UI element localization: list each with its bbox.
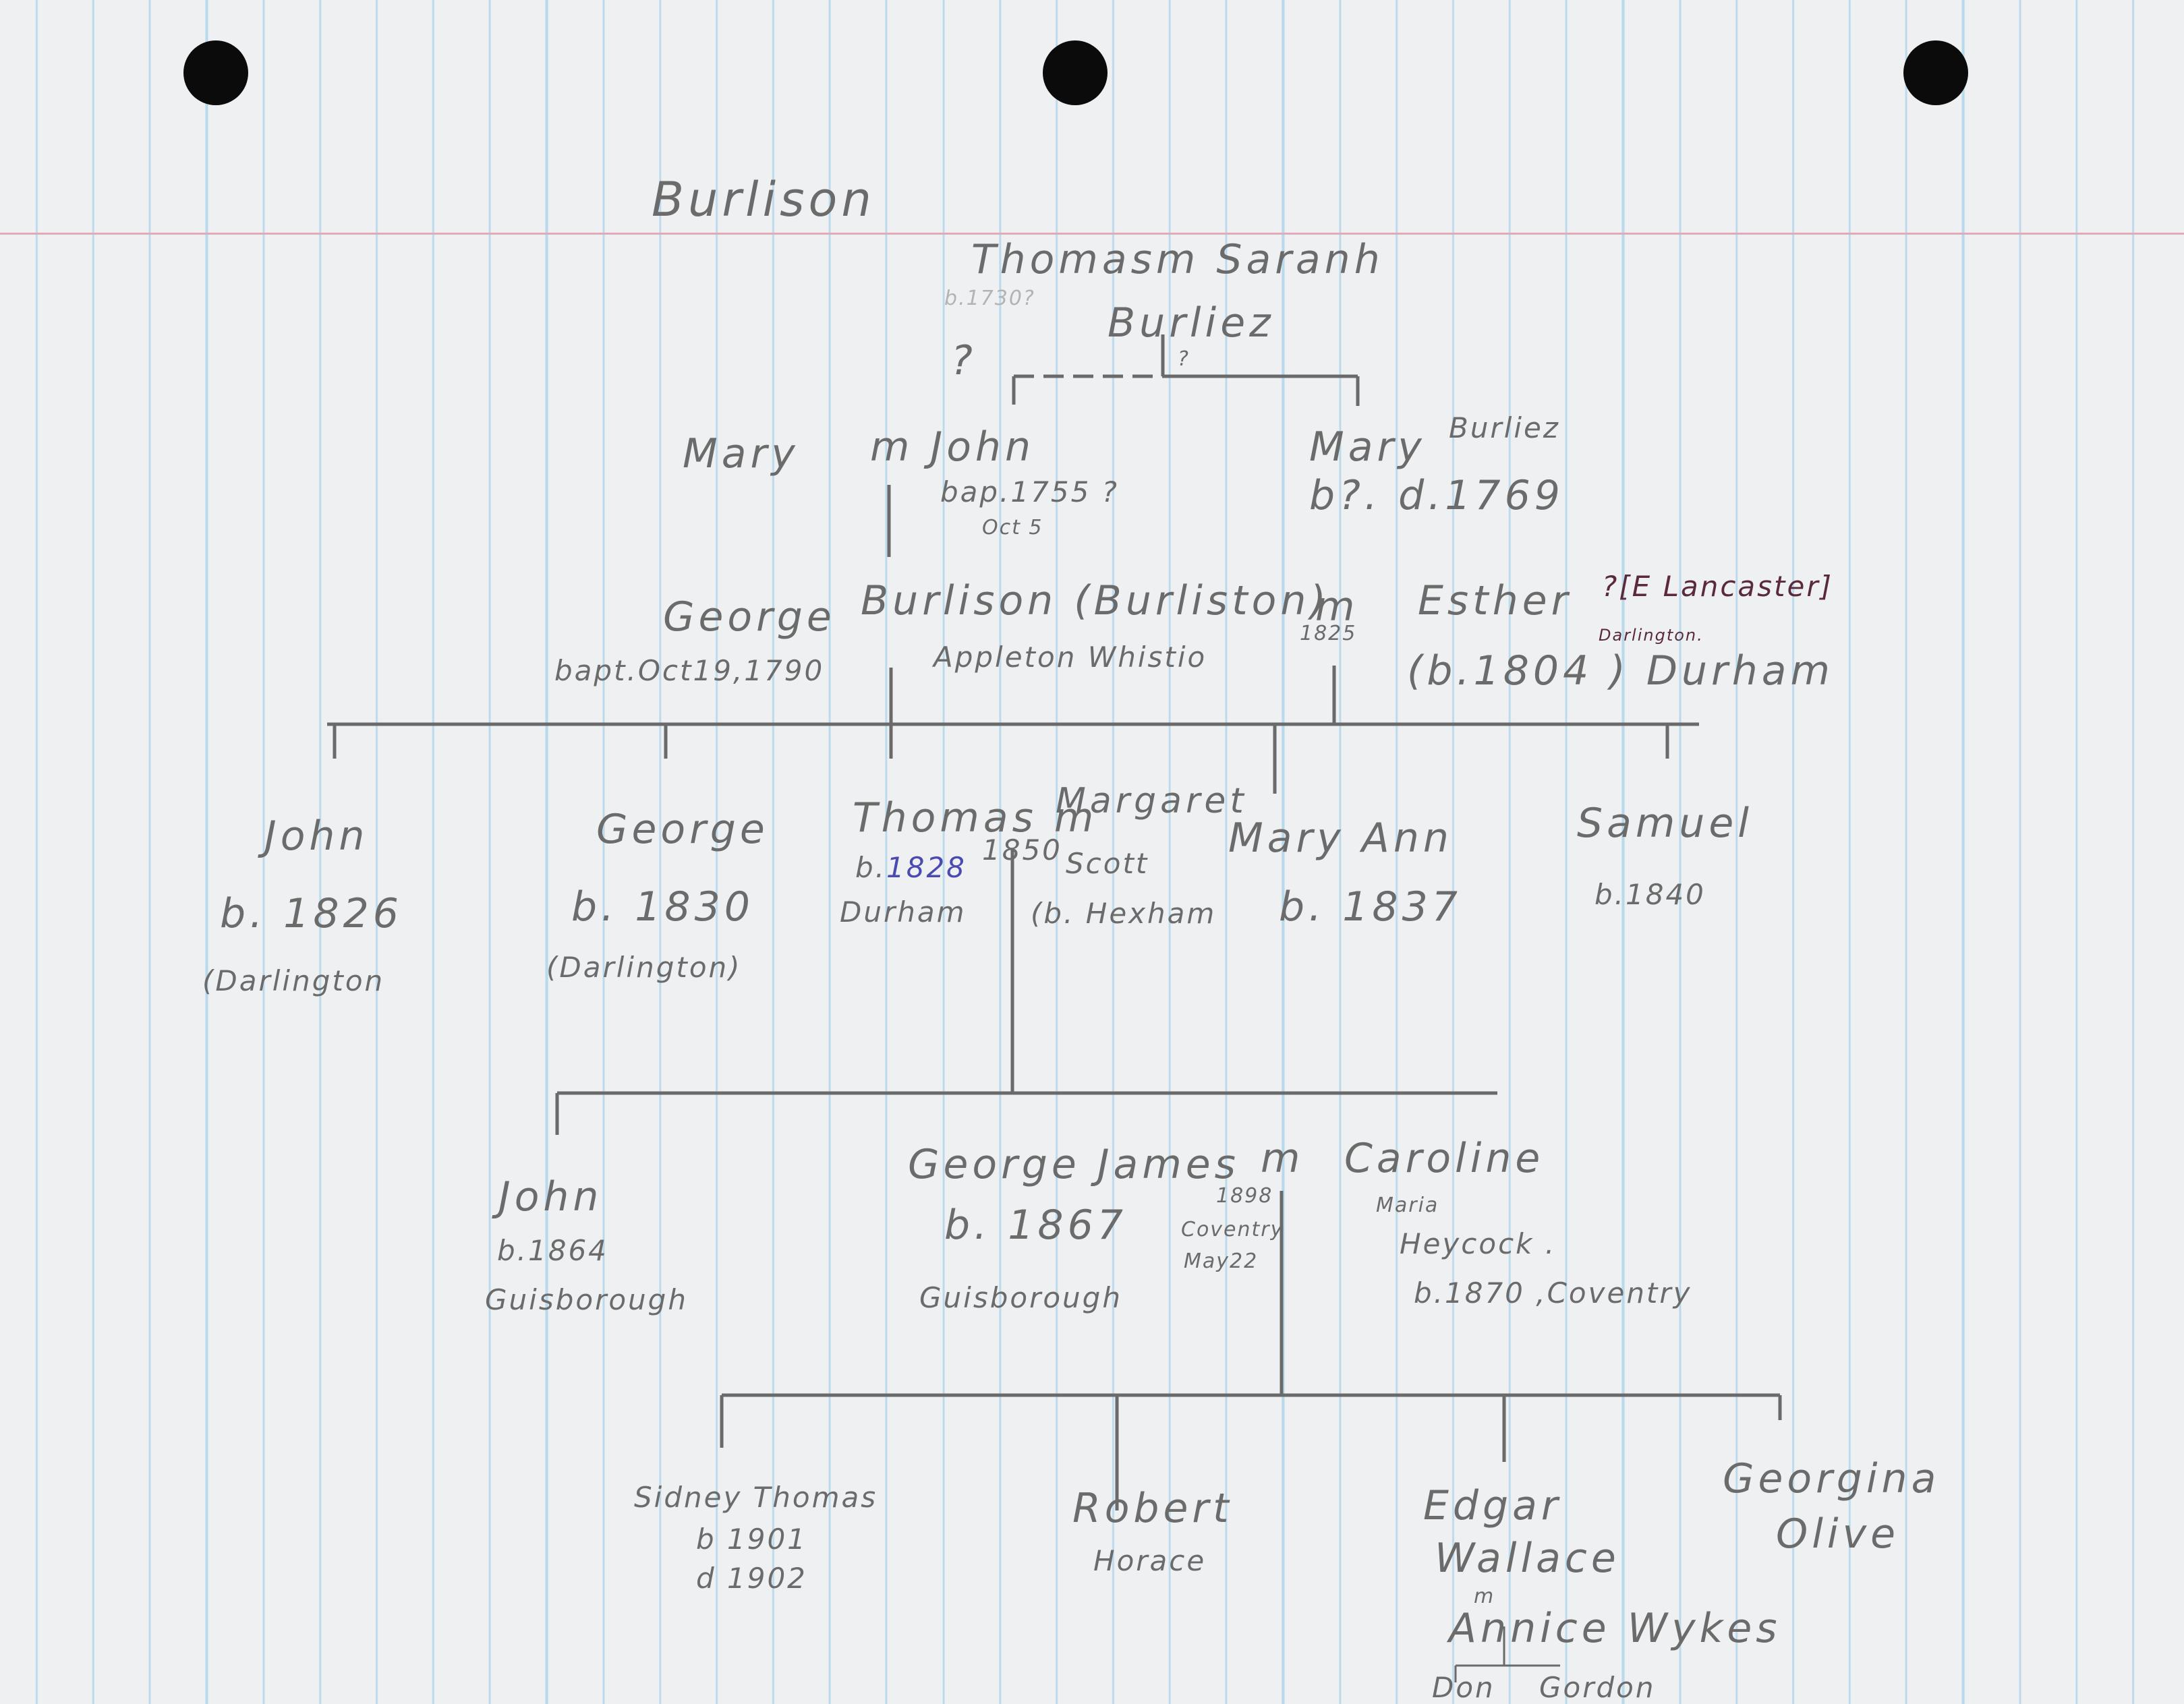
person-death: d 1902 xyxy=(696,1562,807,1595)
person-name: Sidney Thomas xyxy=(634,1481,878,1514)
person-name: Gordon xyxy=(1539,1671,1656,1704)
gen1-surname: Burliez xyxy=(1108,299,1275,347)
person-middle: Horace xyxy=(1093,1544,1207,1577)
person-birth: b. 1826 xyxy=(220,890,403,937)
marriage-year: 1898 xyxy=(1216,1184,1273,1208)
person-mary-sibling: Mary xyxy=(1309,423,1426,471)
binder-hole xyxy=(1903,40,1968,105)
binder-hole xyxy=(183,40,248,105)
marriage-m: m xyxy=(1315,583,1359,630)
person-place: Guisborough xyxy=(919,1281,1122,1314)
person-place: Guisborough xyxy=(485,1283,688,1316)
marriage-place: Coventry xyxy=(1181,1218,1284,1241)
mary-surname: Burliez xyxy=(1449,411,1560,444)
john-baptism: bap.1755 ? xyxy=(940,475,1119,508)
marriage-year: 1825 xyxy=(1300,622,1357,645)
marriage-year: 1850 xyxy=(982,833,1062,866)
george-place: Appleton Whistio xyxy=(933,641,1207,674)
question-mark: ? xyxy=(951,337,977,384)
birth-prefix: b. xyxy=(855,851,887,884)
person-birth: b. 1837 xyxy=(1279,883,1462,931)
person-name: George James xyxy=(908,1141,1240,1188)
person-name: Samuel xyxy=(1577,800,1753,847)
spouse-name: Caroline xyxy=(1344,1135,1545,1182)
george-surname: Burlison (Burliston) xyxy=(861,577,1330,624)
person-name: Robert xyxy=(1072,1485,1233,1532)
spouse-surname: Scott xyxy=(1066,847,1149,880)
notebook-margin-line xyxy=(0,233,2184,235)
marriage-m: m xyxy=(1474,1585,1495,1608)
esther-surname: ?[E Lancaster] xyxy=(1602,570,1833,603)
spouse-name: Annice Wykes xyxy=(1449,1605,1781,1652)
person-middle: Wallace xyxy=(1435,1535,1620,1582)
person-birth: b 1901 xyxy=(696,1523,807,1556)
george-baptism: bapt.Oct19,1790 xyxy=(554,654,825,687)
gen1-couple: Thomasm Saranh xyxy=(971,236,1384,283)
person-birth: b.1828 xyxy=(855,851,967,884)
person-birth: b.1840 xyxy=(1594,878,1706,911)
page-title: Burlison xyxy=(652,172,875,227)
gen1-note: b.1730? xyxy=(944,287,1035,310)
person-birth: b. 1830 xyxy=(571,883,754,931)
esther-place: Darlington. xyxy=(1599,626,1704,645)
person-place: Durham xyxy=(840,895,967,929)
question-mark: ? xyxy=(1178,347,1190,371)
spouse-name: Margaret xyxy=(1056,781,1248,821)
person-john: m John xyxy=(870,423,1035,471)
person-mary-spouse: Mary xyxy=(683,430,799,477)
spouse-birth: (b. Hexham xyxy=(1031,897,1217,930)
person-esther: Esther xyxy=(1418,577,1572,624)
person-place: (Darlington xyxy=(202,964,385,997)
binder-hole xyxy=(1043,40,1108,105)
spouse-surname: Heycock . xyxy=(1400,1227,1557,1260)
spouse-middle: Maria xyxy=(1376,1194,1439,1217)
person-name: Don xyxy=(1432,1671,1495,1704)
person-name: Edgar xyxy=(1423,1482,1562,1529)
marriage-m: m xyxy=(1261,1135,1304,1182)
person-name: George xyxy=(596,806,769,853)
person-birth: b.1864 xyxy=(497,1234,608,1267)
esther-birth: (b.1804 ) Durham xyxy=(1407,647,1834,695)
person-george: George xyxy=(663,593,836,641)
person-name: John xyxy=(264,813,369,860)
person-middle: Olive xyxy=(1776,1510,1899,1558)
person-name: Thomas m xyxy=(853,794,1098,842)
mary-dates: b?. d.1769 xyxy=(1309,472,1564,519)
person-birth: b. 1867 xyxy=(944,1202,1127,1249)
marriage-date: May22 xyxy=(1184,1250,1259,1273)
birth-year: 1828 xyxy=(886,851,967,884)
person-name: John xyxy=(498,1173,603,1221)
john-baptism-date: Oct 5 xyxy=(982,516,1043,539)
spouse-birth: b.1870 ,Coventry xyxy=(1414,1276,1692,1310)
person-name: Georgina xyxy=(1723,1455,1941,1502)
person-name: Mary Ann xyxy=(1228,815,1453,862)
person-place: (Darlington) xyxy=(546,951,742,984)
